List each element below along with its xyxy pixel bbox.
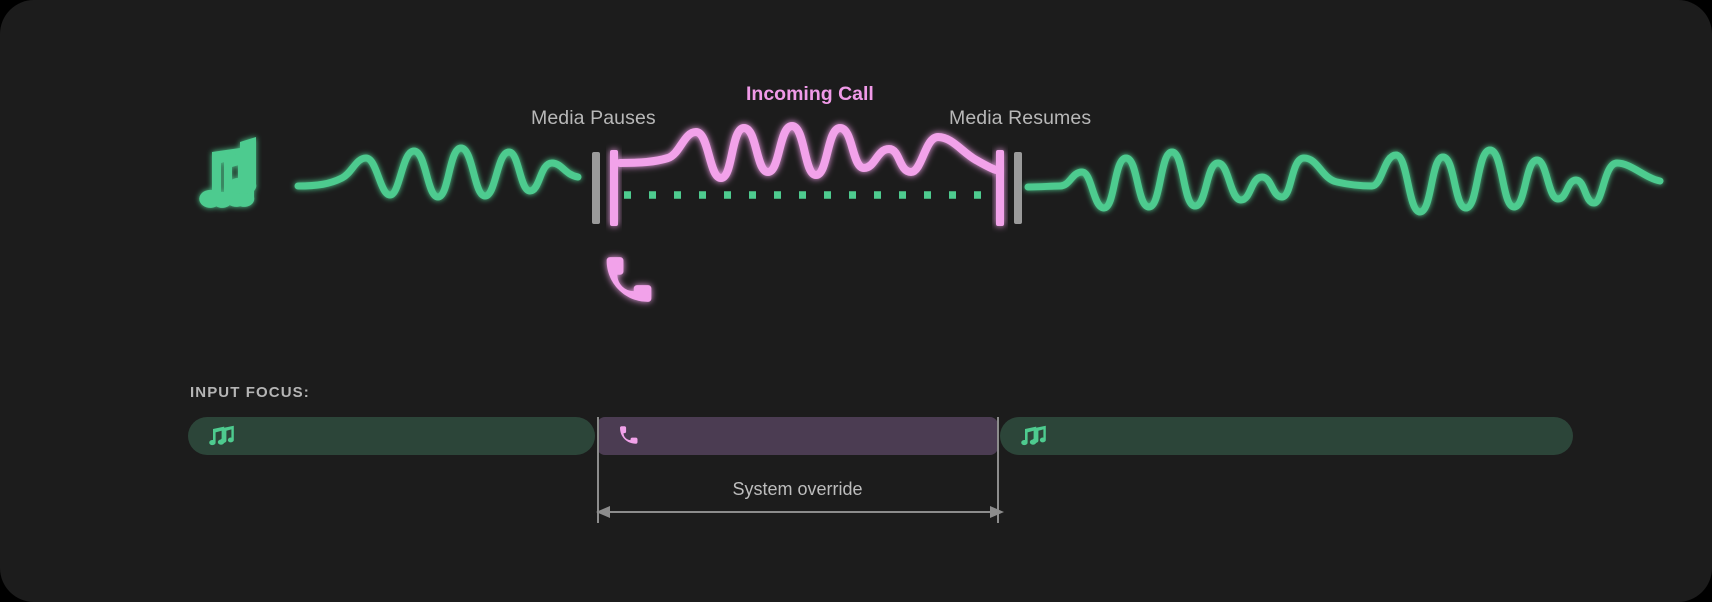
focus-segment-media-1[interactable] (188, 417, 595, 455)
media-waveform-before (294, 144, 582, 201)
music-notes-icon (199, 137, 257, 208)
input-focus-label: INPUT FOCUS: (190, 384, 310, 401)
focus-segment-call[interactable] (597, 417, 998, 455)
phone-handset-icon (606, 257, 652, 302)
media-waveform-after (1024, 146, 1664, 216)
resume-marker (1014, 152, 1022, 224)
audio-timeline: Media Pauses Incoming Call Media Resumes (199, 83, 1664, 302)
label-media-resumes: Media Resumes (949, 107, 1092, 129)
override-guide-left (597, 417, 599, 523)
music-notes-icon (209, 425, 234, 446)
focus-segment-media-2[interactable] (1000, 417, 1573, 455)
music-notes-icon (1021, 425, 1046, 446)
call-start-marker (610, 150, 618, 226)
label-media-pauses: Media Pauses (531, 107, 656, 129)
call-waveform (616, 122, 1000, 182)
label-incoming-call: Incoming Call (746, 83, 874, 105)
pause-marker (592, 152, 600, 224)
system-override-caption: System override (732, 479, 863, 499)
system-override-span-arrow (596, 506, 1004, 518)
call-end-marker (996, 150, 1004, 226)
phone-handset-icon (619, 426, 638, 444)
override-guide-right (997, 417, 999, 523)
timeline-waveform-svg (199, 122, 1664, 302)
